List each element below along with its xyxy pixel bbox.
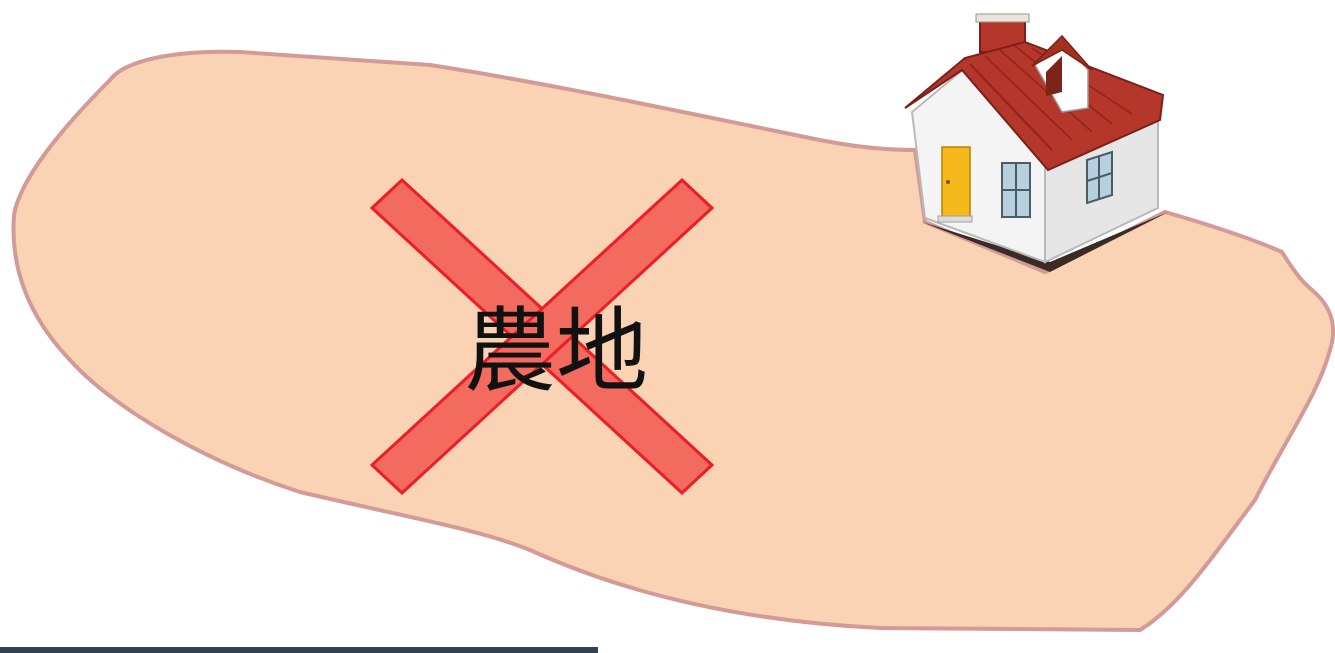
farmland-label: 農地 — [464, 298, 648, 405]
x-mark — [369, 177, 715, 496]
house-icon — [904, 13, 1168, 272]
farmland-area — [11, 49, 1335, 633]
bottom-bar — [0, 647, 598, 653]
